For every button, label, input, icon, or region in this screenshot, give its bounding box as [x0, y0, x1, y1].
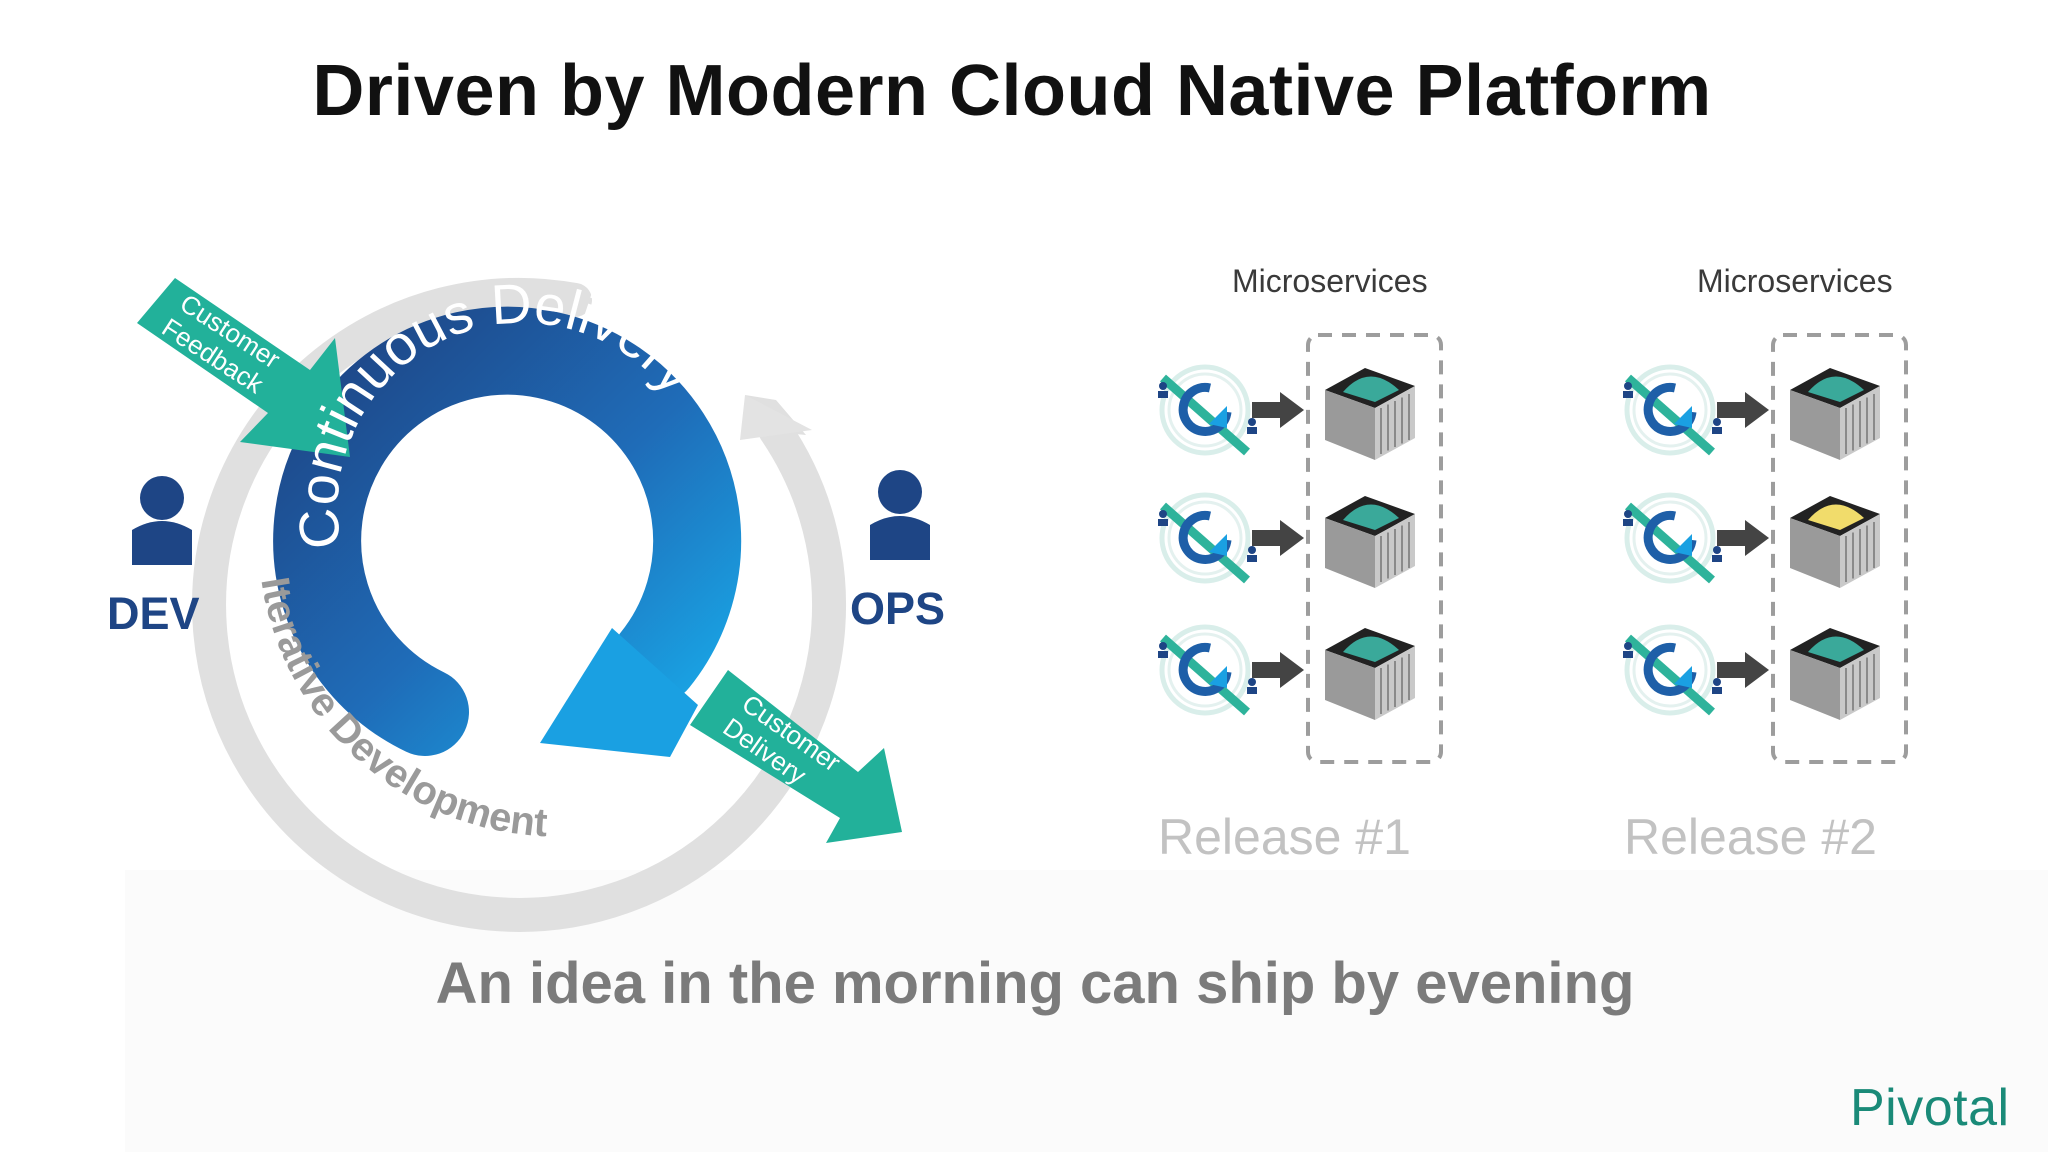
ops-person-icon: [870, 470, 930, 560]
runtime-icon: [1623, 495, 1722, 581]
release-1-group: [1306, 333, 1443, 764]
release-2-heading: Microservices: [1697, 263, 1893, 299]
arrow-icon: [1252, 520, 1304, 556]
runtime-icon: [1158, 495, 1257, 581]
container-icon: [1325, 628, 1415, 720]
tagline: An idea in the morning can ship by eveni…: [435, 951, 1635, 1016]
arrow-icon: [1717, 652, 1769, 688]
container-icon: [1325, 368, 1415, 460]
dev-person-icon: [132, 476, 192, 565]
ops-label: OPS: [850, 583, 946, 634]
container-icon: [1790, 496, 1880, 588]
arrow-icon: [1717, 520, 1769, 556]
customer-feedback-arrow: [137, 278, 350, 457]
release-1-label: Release #1: [1158, 809, 1411, 865]
container-icon: [1325, 496, 1415, 588]
dev-label: DEV: [107, 588, 200, 639]
runtime-icon: [1158, 627, 1257, 713]
microservices-rows: [1158, 367, 1880, 720]
release-2-group: [1771, 333, 1908, 764]
arrow-icon: [1252, 652, 1304, 688]
container-icon: [1790, 368, 1880, 460]
customer-delivery-arrow: [690, 670, 902, 843]
slide-title: Driven by Modern Cloud Native Platform: [312, 51, 1712, 131]
container-icon: [1790, 628, 1880, 720]
runtime-icon: [1623, 367, 1722, 453]
continuous-delivery-arc: [273, 306, 742, 757]
arrow-icon: [1252, 392, 1304, 428]
runtime-icon: [1158, 367, 1257, 453]
release-2-label: Release #2: [1624, 809, 1877, 865]
release-1-heading: Microservices: [1232, 263, 1428, 299]
arrow-icon: [1717, 392, 1769, 428]
pivotal-logo: Pivotal: [1850, 1079, 2010, 1137]
runtime-icon: [1623, 627, 1722, 713]
